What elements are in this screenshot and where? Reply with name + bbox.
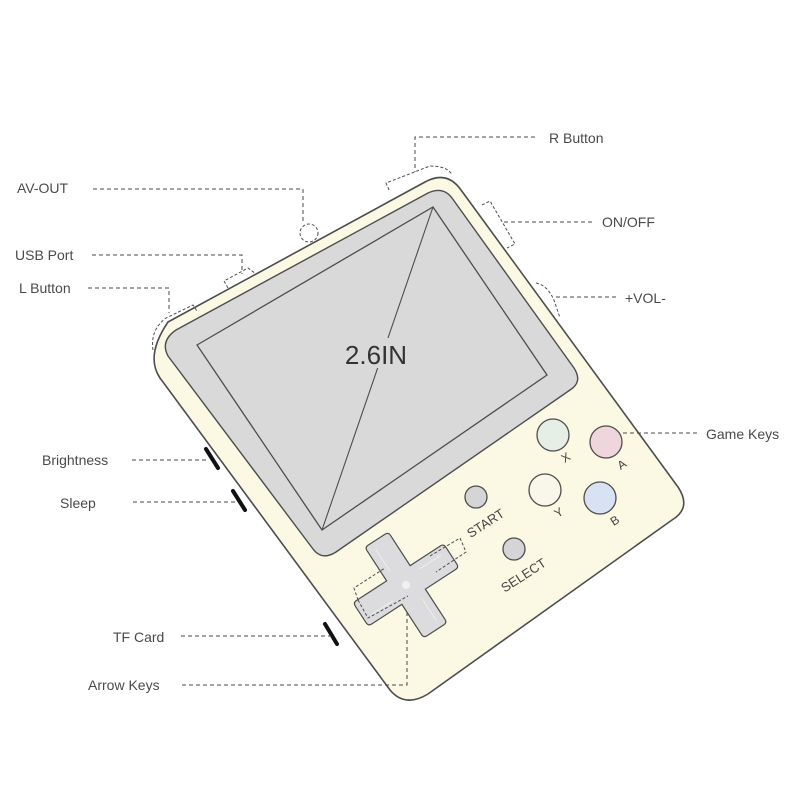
callout-sleep: Sleep — [60, 495, 96, 511]
callout-game-keys: Game Keys — [706, 426, 780, 442]
l-button-outline — [152, 304, 198, 351]
x-button[interactable] — [536, 418, 570, 452]
screen-label-bg — [340, 338, 412, 368]
callout-brightness: Brightness — [42, 452, 109, 468]
sleep-key — [231, 489, 247, 512]
callout-av-out: AV-OUT — [17, 180, 69, 196]
callout-usb-port: USB Port — [15, 247, 74, 263]
leader-r-button — [414, 136, 535, 172]
callout-l-button: L Button — [19, 280, 71, 296]
a-button[interactable] — [589, 425, 623, 459]
r-button-outline — [385, 165, 453, 191]
tf-card-slot — [323, 622, 339, 646]
d-pad-highlight — [353, 537, 467, 619]
callout-r-button: R Button — [549, 130, 604, 146]
volume-rocker-outline — [535, 282, 561, 319]
screen-bezel — [164, 189, 579, 557]
leader-arrow-keys — [182, 609, 408, 686]
leader-lines — [88, 136, 697, 686]
brightness-key — [204, 447, 220, 470]
start-button[interactable] — [464, 485, 488, 509]
callout-arrow-keys: Arrow Keys — [88, 677, 160, 693]
av-out-port-outline — [299, 223, 319, 243]
callout-vol: +VOL- — [625, 290, 666, 306]
screen-size-label: 2.6IN — [345, 340, 407, 370]
screen-display — [196, 206, 548, 531]
leader-av-out — [93, 188, 304, 224]
d-pad[interactable] — [331, 510, 480, 659]
y-button[interactable] — [528, 473, 562, 507]
leader-l-button — [88, 287, 170, 313]
callout-tf-card: TF Card — [113, 629, 165, 645]
screen-diagonal — [321, 206, 434, 531]
select-button[interactable] — [502, 537, 526, 561]
b-button[interactable] — [583, 481, 617, 515]
usb-port-outline — [223, 267, 257, 289]
leader-usb-port — [92, 254, 243, 274]
callout-on-off: ON/OFF — [602, 214, 655, 230]
